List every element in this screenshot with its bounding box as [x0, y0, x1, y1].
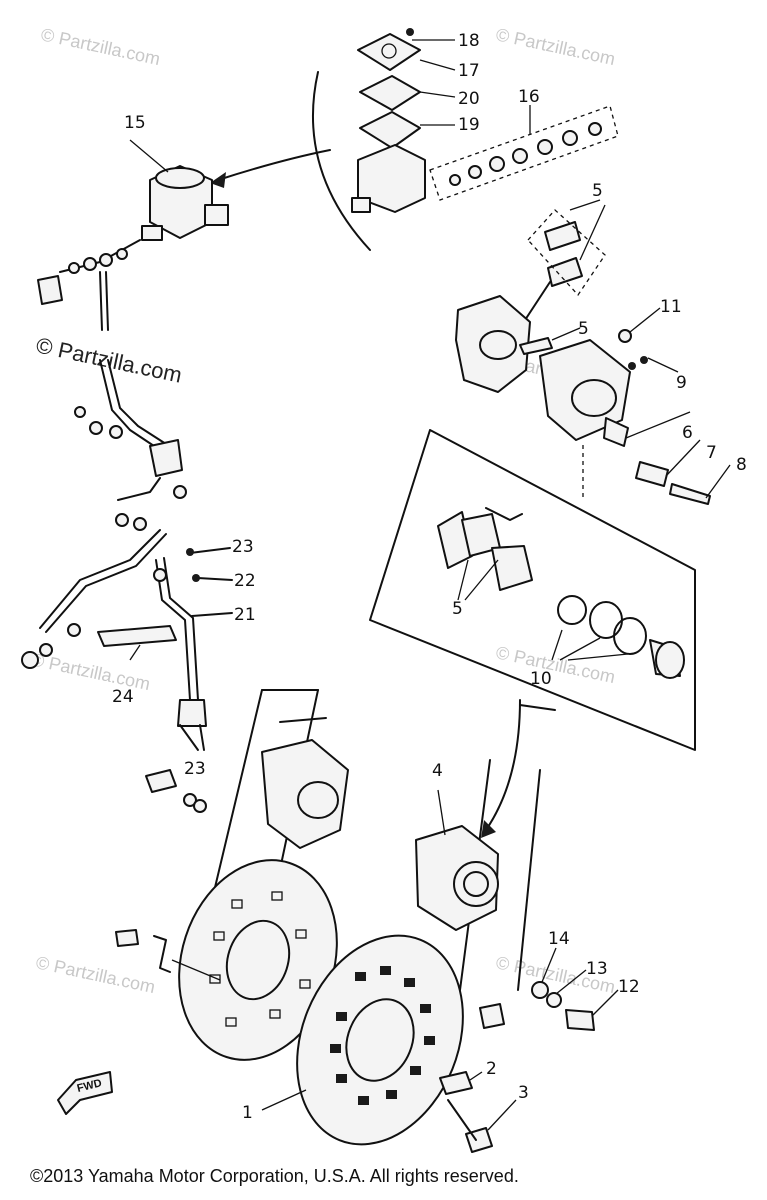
watermark-left-mid: © Partzilla.com — [34, 332, 184, 387]
callout-12: 12 — [618, 977, 640, 997]
leader-3 — [487, 1099, 517, 1131]
fwd-label: FWD — [76, 1077, 103, 1095]
left-caliper-assembly — [145, 717, 349, 849]
callout-23-top: 23 — [232, 537, 254, 557]
callout-24: 24 — [112, 687, 134, 707]
brake-disc-left — [115, 859, 338, 1061]
caliper-assembly-4 — [415, 789, 499, 931]
leader-15 — [129, 139, 169, 173]
leader-12 — [591, 989, 619, 1017]
callout-13: 13 — [586, 959, 608, 979]
watermark-bottom-left: © Partzilla.com — [34, 952, 157, 997]
arrow-to-master-cylinder — [217, 149, 331, 181]
callout-18: 18 — [458, 31, 480, 51]
seal-ring-3 — [613, 617, 647, 655]
cap-plate-part — [359, 75, 421, 111]
callout-5-top: 5 — [592, 181, 603, 201]
watermark-layer: © Partzilla.com © Partzilla.com © Partzi… — [29, 24, 617, 997]
callout-19: 19 — [458, 115, 480, 135]
leader-20 — [419, 91, 456, 98]
screw-part — [406, 28, 414, 36]
callout-2: 2 — [486, 1059, 497, 1079]
forward-arrow-icon: FWD — [57, 1071, 113, 1115]
callout-17: 17 — [458, 61, 480, 81]
callout-labels: 1 2 3 4 5 5 5 6 7 8 9 10 11 12 13 14 15 … — [112, 31, 747, 1123]
caliper-exploded-group — [455, 199, 731, 505]
leader-13 — [555, 969, 587, 995]
pad-shim — [491, 545, 533, 591]
reservoir-cap-part — [357, 33, 421, 71]
watermark-top-right: © Partzilla.com — [494, 24, 617, 69]
callout-22: 22 — [234, 571, 256, 591]
leader-1 — [261, 1089, 307, 1111]
callout-4: 4 — [432, 761, 443, 781]
cylinder-outlet — [351, 197, 371, 213]
banjo-fitting — [37, 275, 63, 305]
leader-24 — [129, 644, 141, 661]
leader-2 — [469, 1071, 483, 1081]
callout-5-pads: 5 — [452, 599, 463, 619]
lower-hardware — [439, 947, 619, 1153]
callout-11: 11 — [660, 297, 682, 317]
callout-16: 16 — [518, 87, 540, 107]
brake-line-assembly — [21, 239, 233, 751]
arrow-to-caliper — [485, 699, 521, 831]
copyright-notice: ©2013 Yamaha Motor Corporation, U.S.A. A… — [30, 1166, 519, 1186]
pads-seals-group — [369, 429, 696, 751]
cap-hole — [381, 43, 397, 59]
callout-7: 7 — [706, 443, 717, 463]
callout-20: 20 — [458, 89, 480, 109]
callout-5-mid: 5 — [578, 319, 589, 339]
seal-ring-1 — [557, 595, 587, 625]
leader-23b — [179, 724, 205, 751]
hose-bracket-24 — [97, 625, 177, 647]
brake-disc-right — [261, 934, 464, 1146]
leader-17 — [419, 59, 456, 71]
watermark-top-left: © Partzilla.com — [39, 24, 162, 69]
callout-1: 1 — [242, 1103, 253, 1123]
leader-23a — [189, 547, 231, 554]
group-bracket-line — [312, 71, 371, 251]
leader-14 — [541, 947, 557, 983]
diaphragm-part — [359, 111, 421, 149]
master-cylinder-exploded-group — [312, 28, 619, 251]
callout-23-bottom: 23 — [184, 759, 206, 779]
seal-ring-2 — [589, 601, 623, 639]
leader-22 — [197, 577, 233, 581]
callout-15: 15 — [124, 113, 146, 133]
callout-14: 14 — [548, 929, 570, 949]
callout-21: 21 — [234, 605, 256, 625]
arrow-head-caliper — [481, 820, 496, 838]
pads-seals-frame — [369, 429, 696, 751]
arrow-head-master — [210, 172, 226, 188]
piston-kit-parts — [449, 122, 602, 186]
master-cylinder-assembly — [129, 139, 229, 241]
callout-10: 10 — [530, 669, 552, 689]
callout-6: 6 — [682, 423, 693, 443]
callout-3: 3 — [518, 1083, 529, 1103]
callout-9: 9 — [676, 373, 687, 393]
leader-21 — [191, 612, 233, 617]
callout-8: 8 — [736, 455, 747, 475]
